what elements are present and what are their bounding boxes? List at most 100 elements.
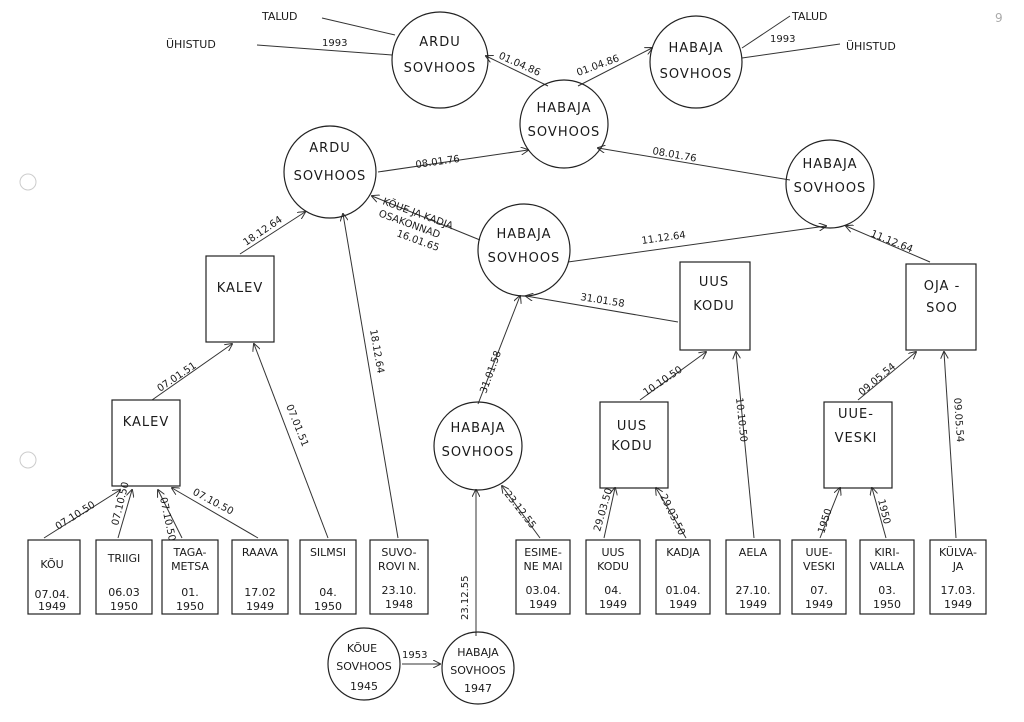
edge-habaja-mid-to-right bbox=[567, 226, 826, 263]
node-kalev-upper-label: KALEV bbox=[217, 281, 264, 296]
edge-aela-to-uuskodu bbox=[736, 352, 755, 539]
node-habaja-right-line1: HABAJA bbox=[803, 157, 858, 172]
label-23-12-55-esimenemai: 23.12.55 bbox=[502, 489, 538, 531]
node-kalev-lower: KALEV bbox=[111, 399, 181, 487]
label-1953: 1953 bbox=[402, 650, 427, 661]
node-uus-kodu-lower-line1: UUS bbox=[617, 419, 647, 434]
label-18-12-64: 18.12.64 bbox=[242, 214, 285, 248]
label-1950-uueveski: 1950 bbox=[816, 507, 834, 535]
node-habaja-bottom-line3: 1947 bbox=[464, 682, 492, 695]
node-uue-veski-line1: UUE- bbox=[838, 407, 874, 422]
node-habaja-top-line1: HABAJA bbox=[669, 41, 724, 56]
node-habaja-mid-line2: SOVHOOS bbox=[488, 251, 561, 266]
leaf-tagametsa-date2: 1950 bbox=[176, 600, 204, 613]
label-31-01-58-lower: 31.01.58 bbox=[478, 349, 504, 395]
node-uue-veski: UUE- VESKI bbox=[823, 401, 893, 489]
edge-leaf-uueveski-to-uueveski bbox=[819, 488, 840, 539]
edge-uuskodu-lower-to-upper bbox=[639, 352, 706, 401]
leaf-kadja-date2: 1949 bbox=[669, 598, 697, 611]
leaf-suvorovi-date2: 1948 bbox=[385, 598, 413, 611]
node-kalev-upper: KALEV bbox=[205, 255, 275, 343]
node-habaja-top: HABAJA SOVHOOS bbox=[649, 15, 743, 109]
edge-center-to-ardu-top bbox=[486, 56, 549, 87]
edge-kirivalla-to-uueveski bbox=[872, 488, 887, 539]
edge-ojasoo-to-right bbox=[846, 226, 931, 263]
leaf-triigi-date1: 06.03 bbox=[108, 586, 140, 599]
leaf-kulvaja: KÜLVA- JA 17.03. 1949 bbox=[929, 539, 987, 615]
leaf-suvorovi: SUVO- ROVI N. 23.10. 1948 bbox=[369, 539, 429, 615]
talud-right: TALUD bbox=[791, 10, 828, 23]
leaf-kulvaja-name2: JA bbox=[952, 560, 964, 573]
leaf-tagametsa: TAGA- METSA 01. 1950 bbox=[161, 539, 219, 615]
node-habaja-center: HABAJA SOVHOOS bbox=[519, 79, 609, 169]
node-ardu-top: ARDU SOVHOOS bbox=[391, 11, 489, 109]
label-18-12-64-suvorovi: 18.12.64 bbox=[367, 329, 386, 375]
leaf-tagametsa-name1: TAGA- bbox=[173, 546, 207, 559]
node-koue-line1: KÕUE bbox=[347, 642, 377, 655]
leaf-kadja-name1: KADJA bbox=[666, 546, 700, 559]
node-oja-soo-line1: OJA - bbox=[924, 279, 961, 294]
edge-talud-ardu bbox=[321, 17, 396, 36]
label-07-01-51-silmsi: 07.01.51 bbox=[283, 403, 310, 448]
node-kalev-lower-label: KALEV bbox=[123, 415, 170, 430]
leaf-triigi-date2: 1950 bbox=[110, 600, 138, 613]
leaf-aela-date2: 1949 bbox=[739, 598, 767, 611]
edge-kulvaja-to-ojasoo bbox=[944, 352, 957, 539]
node-habaja-right-line2: SOVHOOS bbox=[794, 181, 867, 196]
leaf-silmsi: SILMSI 04. 1950 bbox=[299, 539, 357, 615]
node-uus-kodu-lower: UUS KODU bbox=[599, 401, 669, 489]
leaf-silmsi-name1: SILMSI bbox=[310, 546, 346, 559]
leaf-esimene-mai-date2: 1949 bbox=[529, 598, 557, 611]
edge-suvorovi-to-ardu bbox=[343, 214, 399, 539]
node-habaja-top-line2: SOVHOOS bbox=[660, 67, 733, 82]
leaf-raava-date1: 17.02 bbox=[244, 586, 276, 599]
leaf-kulvaja-name1: KÜLVA- bbox=[939, 546, 977, 559]
leaf-kirivalla-date2: 1950 bbox=[873, 598, 901, 611]
label-23-12-55-bottom: 23.12.55 bbox=[460, 575, 471, 620]
leaf-kirivalla: KIRI- VALLA 03. 1950 bbox=[859, 539, 915, 615]
edge-triigi-to-kalev bbox=[117, 490, 132, 539]
punch-hole-lower bbox=[19, 451, 37, 469]
node-uus-kodu-upper-line2: KODU bbox=[693, 299, 735, 314]
leaf-esimene-mai-name1: ESIME- bbox=[524, 546, 562, 559]
leaf-kirivalla-name1: KIRI- bbox=[874, 546, 899, 559]
edge-uueveski-to-ojasoo bbox=[857, 352, 916, 401]
node-ardu-mid-line1: ARDU bbox=[309, 141, 350, 156]
node-habaja-center-line1: HABAJA bbox=[537, 101, 592, 116]
leaf-kadja: KADJA 01.04. 1949 bbox=[655, 539, 711, 615]
label-07-01-51-kalev: 07.01.51 bbox=[156, 360, 199, 394]
leaf-silmsi-date2: 1950 bbox=[314, 600, 342, 613]
label-1950-kirivalla: 1950 bbox=[875, 498, 892, 525]
leaf-raava-date2: 1949 bbox=[246, 600, 274, 613]
node-habaja-bottom-line2: SOVHOOS bbox=[450, 664, 506, 677]
node-oja-soo: OJA - SOO bbox=[905, 263, 977, 351]
leaf-kulvaja-date1: 17.03. bbox=[941, 584, 976, 597]
node-uue-veski-line2: VESKI bbox=[835, 431, 878, 446]
leaf-uus-kodu-date2: 1949 bbox=[599, 598, 627, 611]
edge-lowmid-to-habaja-mid bbox=[477, 296, 520, 405]
node-habaja-right: HABAJA SOVHOOS bbox=[785, 139, 875, 229]
leaf-triigi-name1: TRIIGI bbox=[107, 552, 141, 565]
edge-habaja-mid-to-ardu bbox=[372, 196, 481, 241]
leaf-kou-name1: KÕU bbox=[40, 558, 63, 571]
leaf-aela-date1: 27.10. bbox=[736, 584, 771, 597]
punch-hole-upper bbox=[19, 173, 37, 191]
leaf-suvorovi-name1: SUVO- bbox=[381, 546, 416, 559]
leaf-raava: RAAVA 17.02 1949 bbox=[231, 539, 289, 615]
leaf-uue-veski-date1: 07. bbox=[810, 584, 828, 597]
node-habaja-center-line2: SOVHOOS bbox=[528, 125, 601, 140]
label-08-01-76-left: 08.01.76 bbox=[415, 154, 461, 171]
leaf-uue-veski-name2: VESKI bbox=[803, 560, 835, 573]
node-habaja-lowmid-line1: HABAJA bbox=[451, 421, 506, 436]
leaf-kou-date2: 1949 bbox=[38, 600, 66, 613]
leaf-uue-veski: UUE- VESKI 07. 1949 bbox=[791, 539, 847, 615]
label-10-10-50-uuskodu: 10.10.50 bbox=[642, 364, 685, 398]
edge-kou-to-kalev bbox=[43, 490, 120, 539]
edge-right-to-center bbox=[598, 148, 791, 181]
edge-raava-to-kalev bbox=[172, 488, 259, 539]
leaf-kirivalla-date1: 03. bbox=[878, 584, 896, 597]
edge-silmsi-to-kalev bbox=[254, 344, 329, 539]
talud-left: TALUD bbox=[261, 10, 298, 23]
page-number: 9 bbox=[995, 11, 1003, 25]
